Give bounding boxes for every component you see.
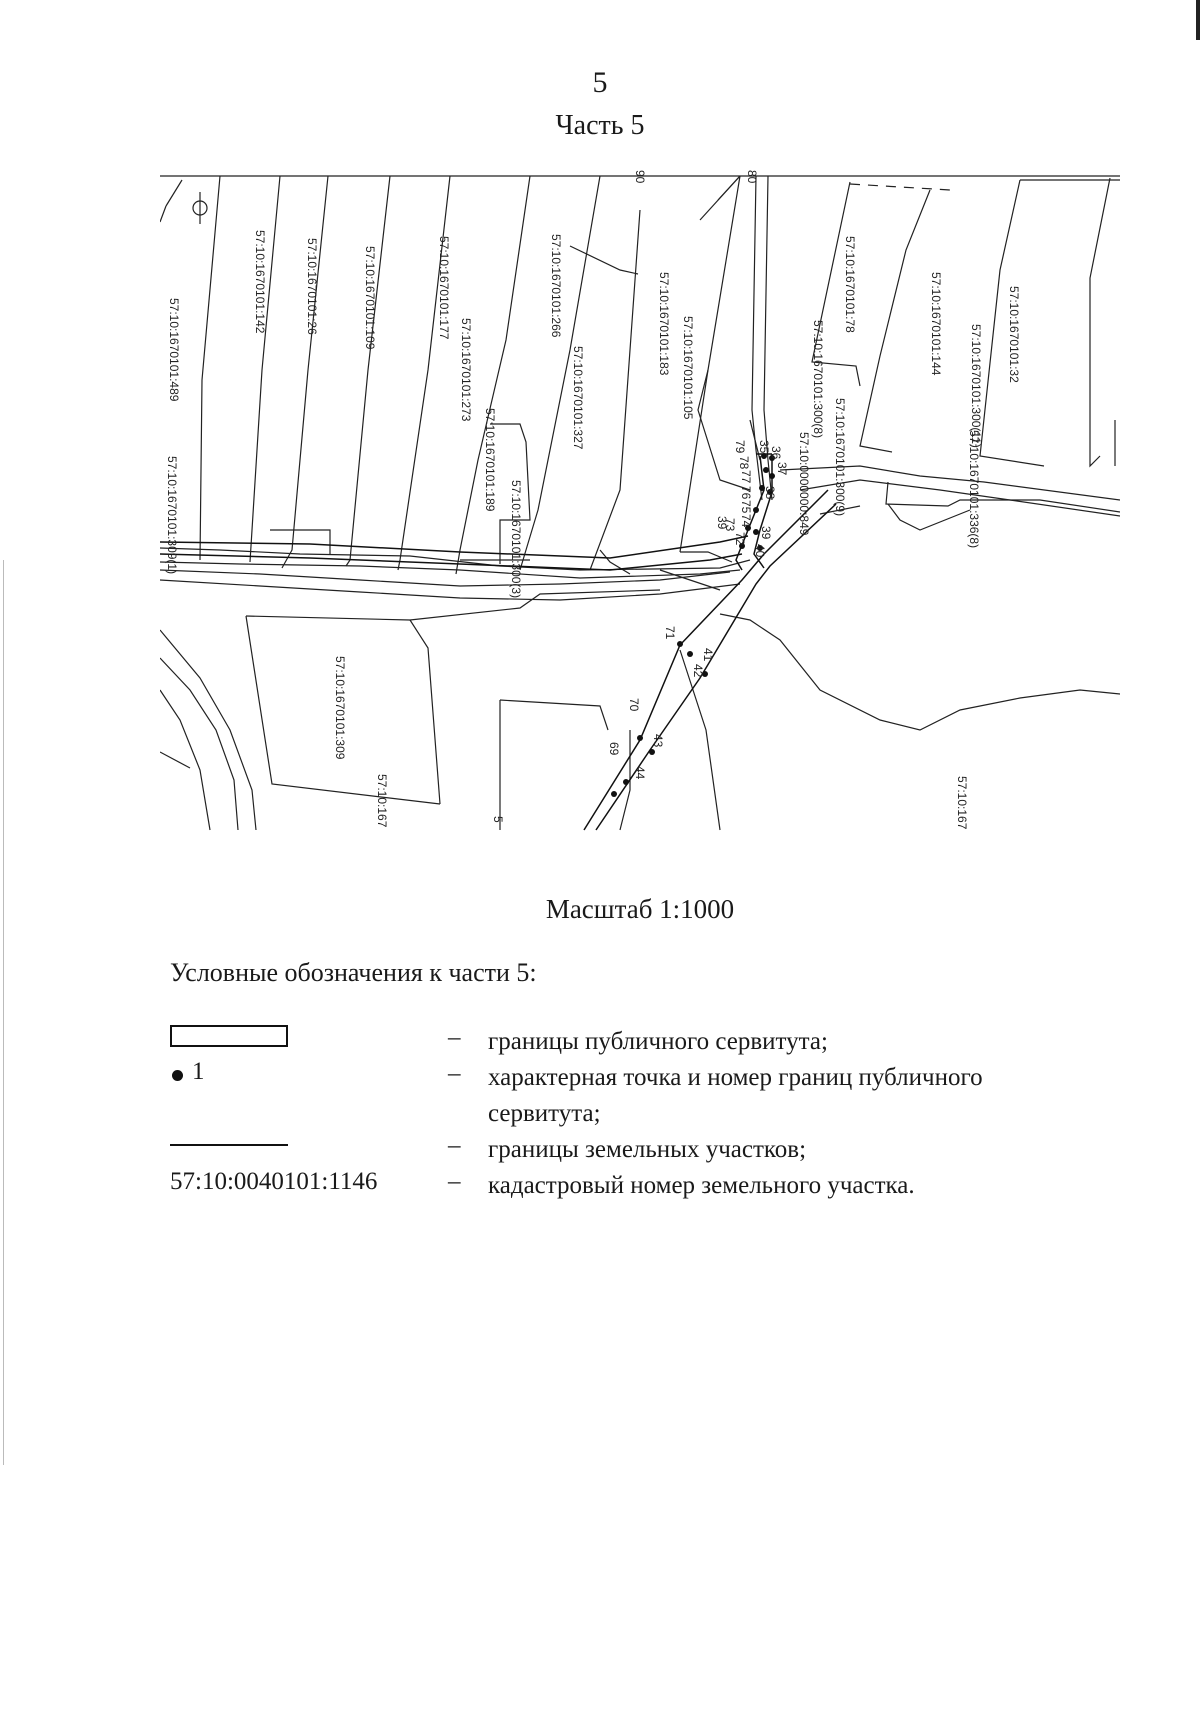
legend-row-servitude-boundary: – границы публичного сервитута;: [170, 1022, 1100, 1058]
point-label-44: 44: [633, 766, 647, 780]
parcel-label-80: 80: [745, 170, 759, 184]
parcel-label-300-3: 57:10:1670101:300(3): [509, 480, 523, 598]
legend-dash: –: [448, 1132, 461, 1159]
margin-line: [3, 560, 4, 1465]
legend-desc: характерная точка и номер границ публичн…: [488, 1064, 983, 1127]
point-label-42: 42: [691, 664, 705, 678]
part-title: Часть 5: [555, 110, 645, 141]
point-label-69: 69: [607, 742, 621, 756]
parcel-label-26: 57:10:1670101:26: [305, 238, 319, 335]
parcel-label-167-b: 57:10:167: [955, 776, 969, 830]
parcel-label-32: 57:10:1670101:32: [1007, 286, 1021, 383]
parcel-label-849: 57:10:0000000:849: [797, 432, 811, 536]
point-dot-icon: [172, 1070, 183, 1081]
parcel-label-144: 57:10:1670101:144: [929, 272, 943, 376]
parcel-label-327: 57:10:1670101:327: [571, 346, 585, 450]
point-label-39a: 39: [715, 516, 729, 530]
legend-symbol-parcel-boundary: [170, 1130, 430, 1166]
parcel-label-105: 57:10:1670101:105: [681, 316, 695, 420]
servitude-boundary: [160, 453, 837, 831]
parcel-label-177: 57:10:1670101:177: [437, 236, 451, 340]
point-label-39: 39: [759, 526, 773, 540]
parcel-label-489: 57:10:1670101:489: [167, 298, 181, 402]
point-label-41: 41: [701, 648, 715, 662]
point-label-76: 76: [739, 486, 753, 500]
point-label-70: 70: [627, 698, 641, 712]
point-label-77: 77: [739, 470, 753, 484]
legend-cadastral-example: 57:10:0040101:1146: [170, 1168, 378, 1195]
parcel-label-78: 57:10:1670101:78: [843, 236, 857, 333]
point-label-79: 79: [733, 440, 747, 454]
legend-dash: –: [448, 1168, 461, 1195]
point-label-72: 72: [733, 532, 747, 546]
servitude-points: [611, 453, 775, 797]
point-label-73: 73: [723, 518, 737, 532]
parcel-label-273: 57:10:1670101:273: [459, 318, 473, 422]
parcel-label-336-8: 57:10:1670101:336(8): [967, 430, 981, 548]
parcel-label-167-a: 57:10:167: [375, 774, 389, 828]
point-labels: 35 36 37 38 79 78 77 76 75 74 73 72 39 3…: [607, 440, 789, 780]
page-number: 5: [592, 66, 608, 99]
point-label-75: 75: [739, 500, 753, 514]
parcel-label-300-11: 57:10:1670101:300(11): [969, 324, 983, 448]
legend-point-number: 1: [192, 1058, 205, 1085]
point-label-37: 37: [775, 462, 789, 476]
parcel-label-109: 57:10:1670101:109: [363, 246, 377, 350]
legend-desc: кадастровый номер земельного участка.: [488, 1172, 915, 1199]
parcel-label-300-9: 57:10:1670101:300(9): [833, 398, 847, 516]
phi-label: Ф: [162, 170, 163, 173]
parcel-label-309: 57:10:1670101:309: [333, 656, 347, 760]
point-label-71: 71: [663, 626, 677, 640]
point-label-78: 78: [737, 456, 751, 470]
parcel-boundaries: [160, 175, 1120, 831]
legend-title: Условные обозначения к части 5:: [170, 958, 537, 987]
legend-desc: границы публичного сервитута;: [488, 1028, 828, 1055]
parcel-label-300-8: 57:10:1670101:300(8): [811, 320, 825, 438]
legend-row-parcel-boundary: – границы земельных участков;: [170, 1130, 1100, 1166]
parcel-label-189: 57:10:1670101:189: [483, 408, 497, 512]
legend: – границы публичного сервитута; 1 – хара…: [170, 1022, 1100, 1202]
map-scale: Масштаб 1:1000: [545, 894, 735, 924]
legend-desc: границы земельных участков;: [488, 1136, 807, 1163]
parcel-label-90: 90: [633, 170, 647, 184]
point-label-40: 40: [753, 544, 767, 558]
parcel-label-266: 57:10:1670101:266: [549, 234, 563, 338]
legend-dash: –: [448, 1060, 461, 1087]
point-label-35: 35: [757, 440, 771, 454]
parcel-label-309-1: 57:10:1670101:309(1): [165, 456, 179, 574]
point-label-43: 43: [651, 734, 665, 748]
cadastral-map: Ф 57:10:1670101:489 57:10:1670101:142 57…: [160, 170, 1120, 831]
parcel-label-5: 5: [491, 816, 505, 823]
legend-symbol-point: 1: [170, 1058, 430, 1094]
legend-symbol-servitude-boundary: [170, 1022, 430, 1058]
parcel-label-183: 57:10:1670101:183: [657, 272, 671, 376]
legend-row-point: 1 – характерная точка и номер границ пуб…: [170, 1058, 1100, 1130]
legend-row-cadastral-number: 57:10:0040101:1146 – кадастровый номер з…: [170, 1166, 1100, 1202]
legend-symbol-cadastral-number: 57:10:0040101:1146: [170, 1166, 430, 1202]
parcel-labels: 57:10:1670101:489 57:10:1670101:142 57:1…: [165, 170, 1021, 830]
point-label-36: 36: [769, 446, 783, 460]
phi-symbol: Ф: [162, 170, 208, 224]
point-label-38: 38: [763, 486, 777, 500]
point-label-74: 74: [739, 514, 753, 528]
corner-mark: [1196, 0, 1200, 40]
legend-dash: –: [448, 1024, 461, 1051]
parcel-label-142: 57:10:1670101:142: [253, 230, 267, 334]
